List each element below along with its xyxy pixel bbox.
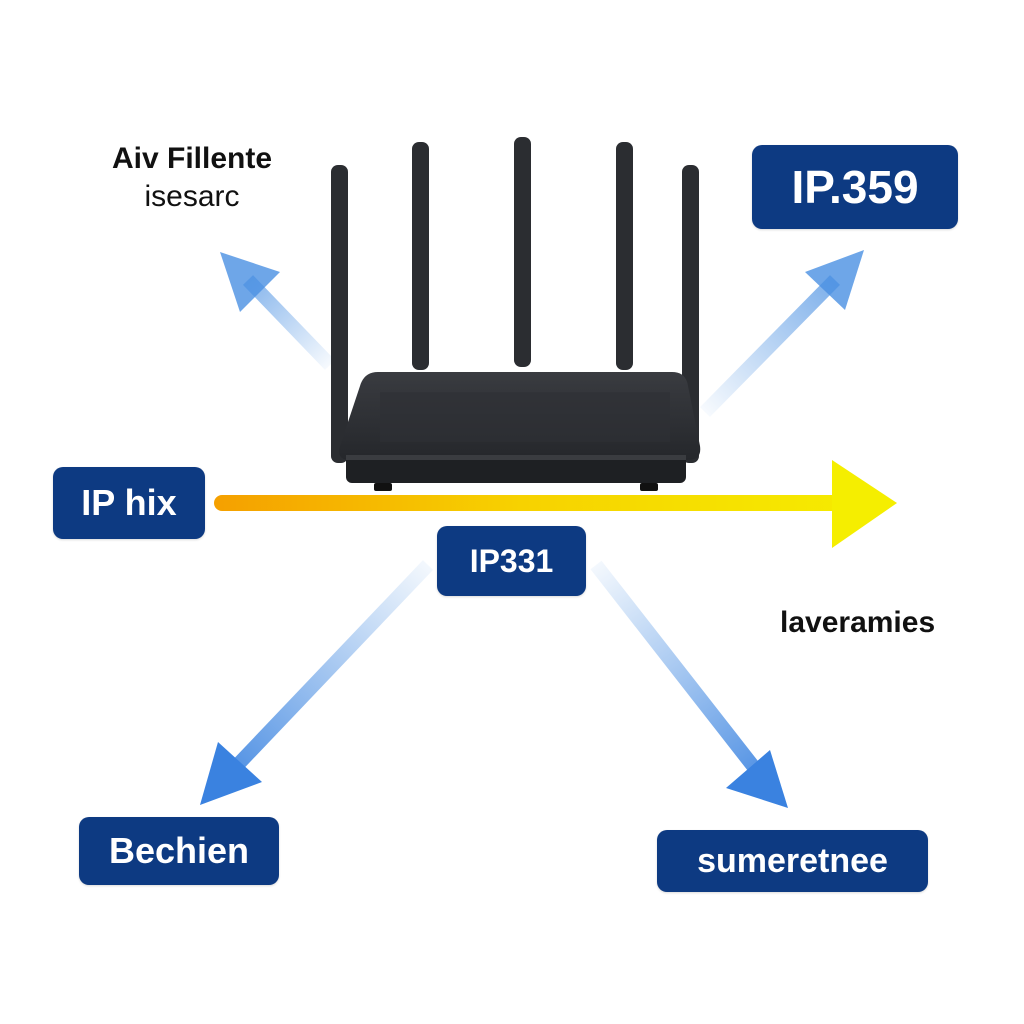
- annotation-right: laveramies: [780, 606, 936, 639]
- annotation-top-left-line1: Aiv Fillente: [111, 142, 273, 175]
- label-bottom-left: Bechien: [79, 817, 279, 885]
- label-bottom-right: sumeretnee: [657, 830, 928, 892]
- arrow-down-right: [590, 560, 788, 808]
- arrow-up-right: [700, 250, 864, 417]
- annotation-top-left-line2: isesarc: [144, 180, 240, 213]
- arrow-down-left: [200, 560, 434, 805]
- wifi-router-icon: [331, 137, 701, 491]
- arrow-right: [214, 460, 897, 548]
- label-left: IP hix: [53, 467, 205, 539]
- annotation-top-left: Aiv Fillente isesarc: [92, 140, 292, 216]
- label-center: IP331: [437, 526, 586, 596]
- label-top-right: IP.359: [752, 145, 958, 229]
- arrow-up-left: [220, 252, 336, 370]
